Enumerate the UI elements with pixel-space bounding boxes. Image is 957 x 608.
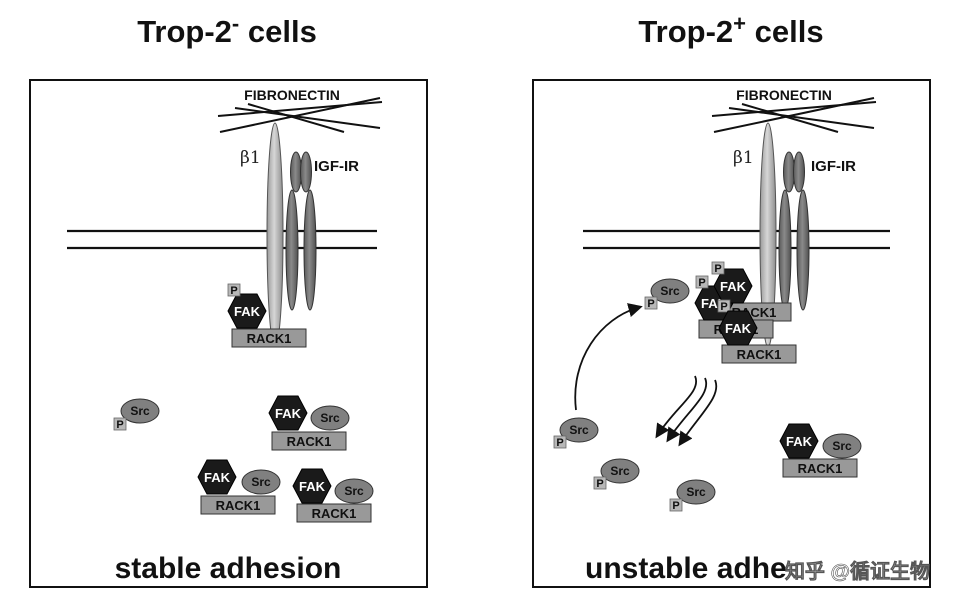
svg-text:P: P bbox=[714, 263, 721, 275]
svg-text:P: P bbox=[672, 500, 679, 512]
right-p-stack-1: P bbox=[695, 275, 709, 289]
left-fak-complex-3: FAK bbox=[292, 468, 332, 504]
svg-text:FAK: FAK bbox=[299, 479, 326, 494]
left-panel-title: Trop-2- cells bbox=[137, 11, 317, 49]
right-beta1-label: β1 bbox=[733, 148, 754, 168]
right-free-src-3: Src bbox=[676, 479, 716, 505]
left-beta1-label: β1 bbox=[240, 148, 261, 168]
left-free-src-p: P bbox=[113, 417, 127, 431]
svg-text:RACK1: RACK1 bbox=[247, 331, 292, 346]
left-fibronectin-label: FIBRONECTIN bbox=[244, 87, 340, 103]
svg-text:Src: Src bbox=[251, 475, 271, 489]
svg-text:P: P bbox=[596, 478, 603, 490]
left-rack1-membrane: RACK1 bbox=[231, 328, 307, 348]
right-fak-stack-2: FAK bbox=[713, 268, 753, 304]
svg-text:P: P bbox=[647, 298, 654, 310]
svg-text:RACK1: RACK1 bbox=[737, 347, 782, 362]
svg-text:Src: Src bbox=[660, 284, 680, 298]
svg-text:FAK: FAK bbox=[725, 321, 752, 336]
right-p-stack-2: P bbox=[711, 261, 725, 275]
left-free-src: Src bbox=[120, 398, 160, 424]
svg-text:FAK: FAK bbox=[786, 434, 813, 449]
svg-text:RACK1: RACK1 bbox=[798, 461, 843, 476]
left-beta1-integrin bbox=[266, 122, 284, 348]
right-igf-ir-receptor bbox=[778, 151, 810, 311]
right-p-src-membrane: P bbox=[644, 296, 658, 310]
right-src-complex: Src bbox=[822, 433, 862, 459]
right-free-src-2-p: P bbox=[593, 476, 607, 490]
left-caption: stable adhesion bbox=[115, 552, 342, 585]
right-free-src-1-p: P bbox=[553, 435, 567, 449]
right-p-stack-3: P bbox=[717, 299, 731, 313]
left-rack1-complex-2: RACK1 bbox=[200, 495, 276, 515]
svg-text:Src: Src bbox=[130, 404, 150, 418]
watermark: 知乎 @循证生物 bbox=[785, 559, 930, 583]
svg-text:FAK: FAK bbox=[720, 279, 747, 294]
svg-text:RACK1: RACK1 bbox=[287, 434, 332, 449]
left-igf-ir-receptor bbox=[285, 151, 317, 311]
right-src-membrane: Src bbox=[650, 278, 690, 304]
left-rack1-complex-3: RACK1 bbox=[296, 503, 372, 523]
svg-text:FAK: FAK bbox=[275, 406, 302, 421]
right-rack1-complex: RACK1 bbox=[782, 458, 858, 478]
svg-text:P: P bbox=[720, 301, 727, 313]
svg-text:RACK1: RACK1 bbox=[216, 498, 261, 513]
svg-text:FAK: FAK bbox=[204, 470, 231, 485]
svg-text:P: P bbox=[698, 277, 705, 289]
right-fibronectin-fibers bbox=[711, 97, 877, 133]
right-dissociation-arrows bbox=[655, 375, 718, 447]
left-cell-frame bbox=[29, 79, 428, 588]
svg-text:Src: Src bbox=[686, 485, 706, 499]
right-free-src-3-p: P bbox=[669, 498, 683, 512]
right-cell-frame bbox=[532, 79, 931, 588]
svg-text:Src: Src bbox=[344, 484, 364, 498]
right-fibronectin-label: FIBRONECTIN bbox=[736, 87, 832, 103]
left-fibronectin-fibers bbox=[217, 97, 383, 133]
left-src-complex-2: Src bbox=[241, 469, 281, 495]
right-caption: unstable adhe bbox=[585, 552, 787, 585]
right-free-src-1: Src bbox=[559, 417, 599, 443]
right-free-src-2: Src bbox=[600, 458, 640, 484]
svg-text:FAK: FAK bbox=[234, 304, 261, 319]
right-panel-title: Trop-2+ cells bbox=[638, 11, 823, 49]
left-fak-membrane: FAK bbox=[227, 293, 267, 329]
left-rack1-complex-1: RACK1 bbox=[271, 431, 347, 451]
svg-text:Src: Src bbox=[610, 464, 630, 478]
left-panel: Trop-2- cells FIBRONECTIN β1 IGF-IR RACK… bbox=[29, 11, 428, 588]
svg-text:Src: Src bbox=[569, 423, 589, 437]
left-src-complex-3: Src bbox=[334, 478, 374, 504]
svg-text:P: P bbox=[116, 419, 123, 431]
svg-text:Src: Src bbox=[832, 439, 852, 453]
left-p-membrane: P bbox=[227, 283, 241, 297]
right-src-recruitment-arrow bbox=[574, 303, 643, 411]
svg-text:P: P bbox=[556, 437, 563, 449]
svg-text:RACK1: RACK1 bbox=[312, 506, 357, 521]
left-src-complex-1: Src bbox=[310, 405, 350, 431]
svg-text:P: P bbox=[230, 285, 237, 297]
left-fak-complex-2: FAK bbox=[197, 459, 237, 495]
right-rack1-stack-3: RACK1 bbox=[721, 344, 797, 364]
right-fak-complex: FAK bbox=[779, 423, 819, 459]
right-panel: Trop-2+ cells FIBRONECTIN β1 IGF-IR RACK… bbox=[532, 11, 931, 588]
left-igf-ir-label: IGF-IR bbox=[314, 158, 359, 175]
right-fak-stack-3: FAK bbox=[718, 310, 758, 346]
svg-text:Src: Src bbox=[320, 411, 340, 425]
right-igf-ir-label: IGF-IR bbox=[811, 158, 856, 175]
left-fak-complex-1: FAK bbox=[268, 395, 308, 431]
